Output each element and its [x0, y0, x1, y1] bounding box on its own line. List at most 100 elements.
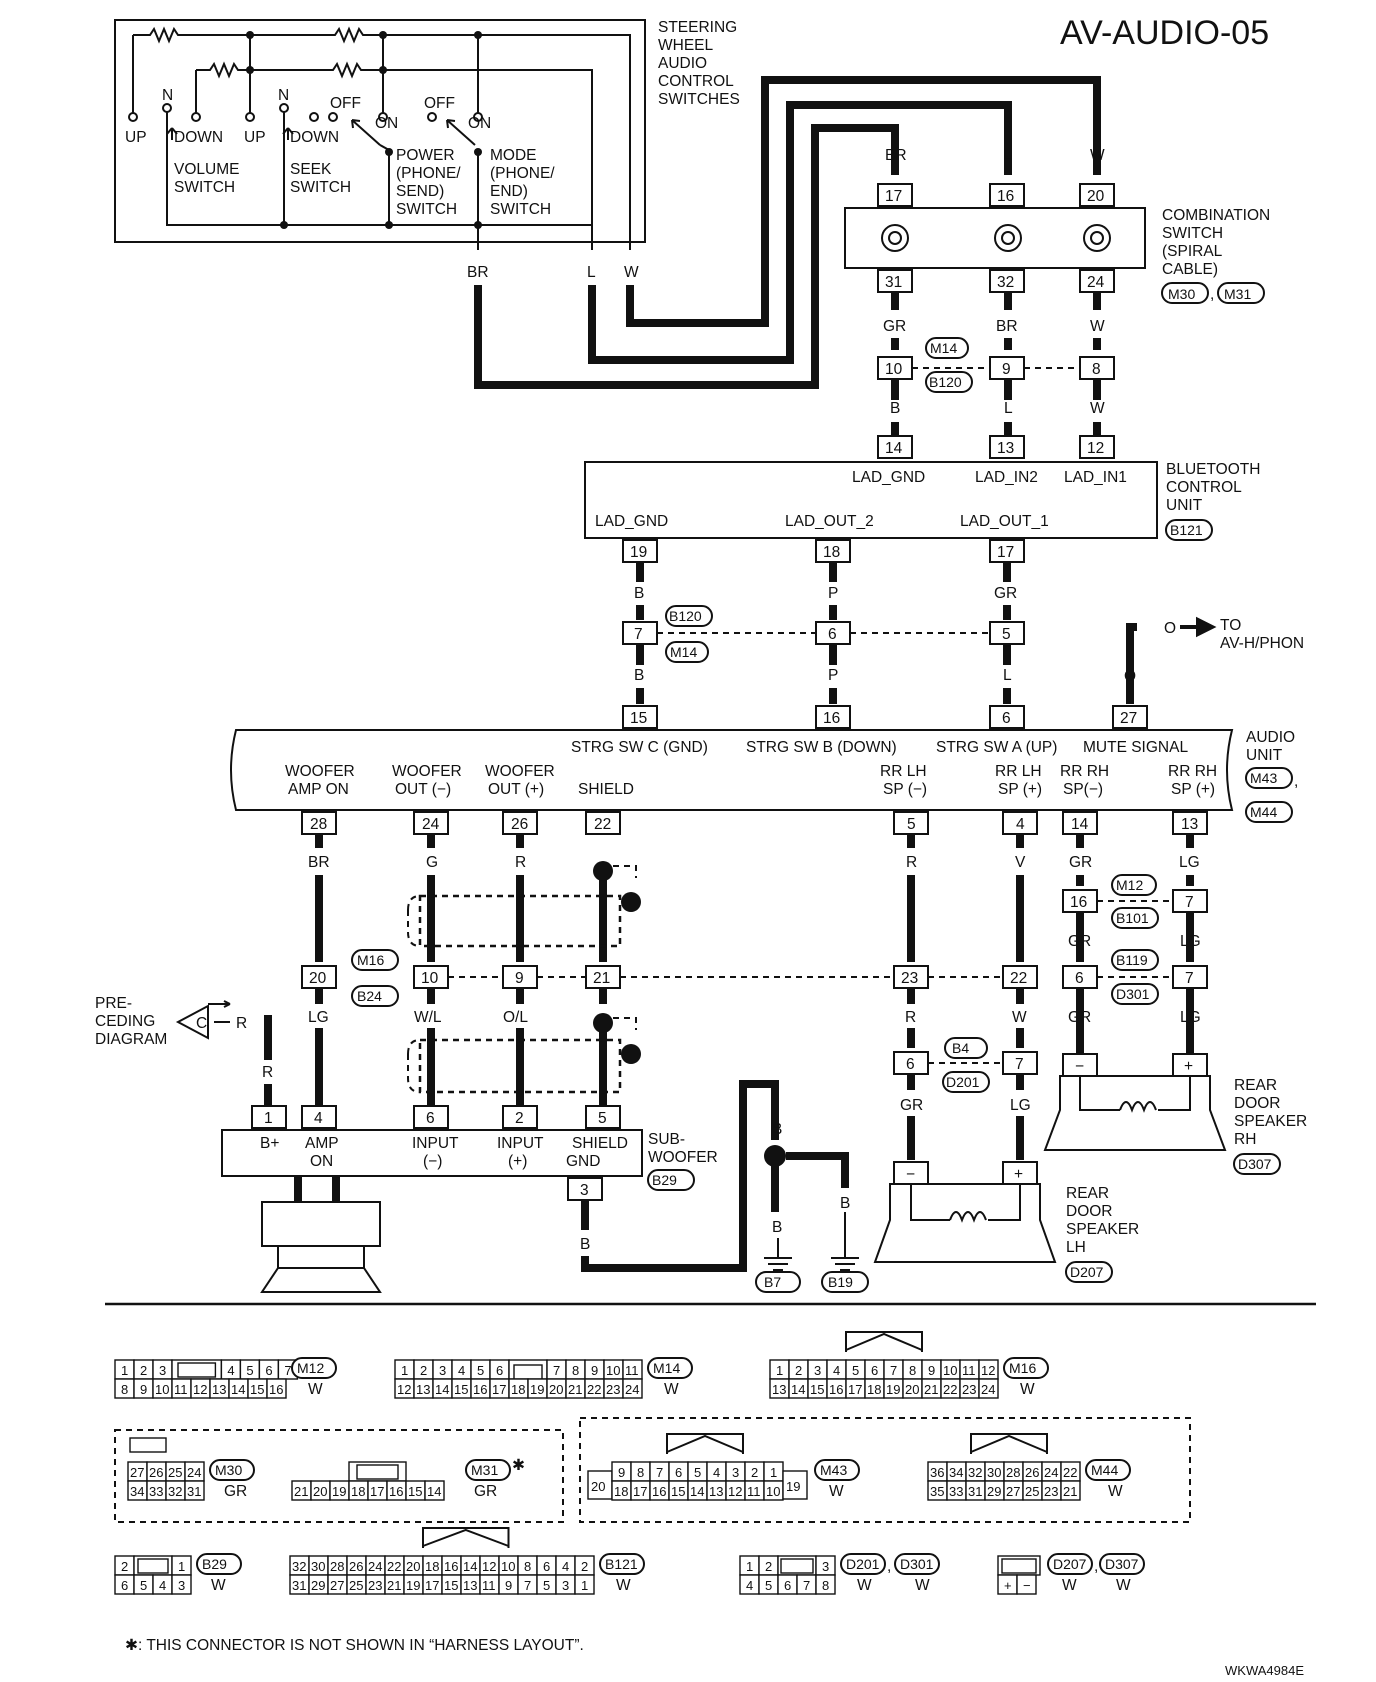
combo-label-2: SWITCH [1162, 225, 1223, 242]
connector-pin-number: 12 [728, 1484, 742, 1499]
connector-pin-number: 14 [231, 1382, 245, 1397]
bt-bottom-name-1: LAD_GND [595, 513, 668, 530]
audio-bottom-pin: 26 [511, 816, 528, 833]
joint2-conn-b120: B120 [669, 608, 702, 624]
mode-switch-label-2: (PHONE/ [490, 165, 555, 182]
audio-bottom-name: SHIELD [578, 781, 634, 798]
audio-bottom-name: RR LH [880, 763, 927, 780]
connector-id-tag [1099, 1553, 1145, 1575]
connector-cell [424, 1480, 445, 1501]
connector-pin-number: 21 [1063, 1484, 1077, 1499]
connector-pin-number: 2 [795, 1363, 802, 1378]
connector-pin-number: 33 [949, 1484, 963, 1499]
connector-pin-number: 14 [463, 1559, 477, 1574]
connector-group-frame [114, 1429, 564, 1523]
connector-pin-number: 22 [587, 1382, 601, 1397]
mode-switch-label-1: MODE [490, 147, 537, 164]
sub-pin-1: 1 [264, 1110, 273, 1127]
connector-pin-number: 1 [121, 1363, 128, 1378]
sub-name-amp: AMP [305, 1135, 339, 1152]
gnd-b7: B7 [764, 1274, 781, 1290]
connector-pin-number: 4 [833, 1363, 840, 1378]
connector-pin-number: 10 [606, 1363, 620, 1378]
connector-id: M30 [215, 1462, 242, 1478]
connector-color: W [1108, 1483, 1123, 1500]
connector-cell [184, 1480, 205, 1501]
bt-top-name-3: LAD_IN1 [1064, 469, 1127, 486]
connector-pin-number: 15 [671, 1484, 685, 1499]
rh-color-gr-2: GR [1068, 1009, 1091, 1026]
connector-id-tag [599, 1553, 645, 1575]
sub-label-1: SUB- [648, 1131, 685, 1148]
volume-switch-label-2: SWITCH [174, 179, 235, 196]
combo-top-pin-16: 16 [997, 188, 1014, 205]
connector-pin-number: 20 [549, 1382, 563, 1397]
connector-pin-number: 14 [690, 1484, 704, 1499]
connector-id-tag [291, 1357, 337, 1379]
connector-id-tag [465, 1459, 511, 1481]
mode-switch-label-3: END) [490, 183, 528, 200]
connector-pin-number: 11 [747, 1484, 761, 1499]
audio-bottom-name: SP(−) [1063, 781, 1103, 798]
connector-pin-number: 18 [425, 1559, 439, 1574]
connector-group-frame [579, 1417, 1191, 1523]
connector-pin-number: 16 [652, 1484, 666, 1499]
audio-bottom-pin: 24 [422, 816, 440, 833]
connector-id: M16 [1009, 1360, 1036, 1376]
audio-bottom-name: SP (−) [883, 781, 927, 798]
connector-pin-number: 4 [746, 1578, 753, 1593]
combo-top-color-2: L [1003, 147, 1012, 164]
joint1-conn-m14: M14 [930, 340, 957, 356]
joint1-color-b: B [890, 400, 900, 417]
seek-n-label: N [278, 87, 289, 104]
bt-top-name-2: LAD_IN2 [975, 469, 1038, 486]
connector-id: D301 [900, 1556, 934, 1572]
connector-pin-number: 3 [159, 1363, 166, 1378]
connector-pin-number: 6 [543, 1559, 550, 1574]
rh-label-4: RH [1234, 1131, 1256, 1148]
connector-pin-number: 14 [791, 1382, 805, 1397]
connector-pin-number: 22 [387, 1559, 401, 1574]
connector-cell [815, 1574, 836, 1595]
connector-hood [129, 1437, 167, 1453]
footer-code: WKWA4984E [1225, 1663, 1304, 1678]
connector-hood [1001, 1558, 1037, 1574]
connector-pin-number: 15 [454, 1382, 468, 1397]
connector-id-tag [647, 1357, 693, 1379]
connector-pin-number: 34 [130, 1484, 144, 1499]
combo-top-pin-17: 17 [885, 188, 902, 205]
connector-pin-number: 16 [473, 1382, 487, 1397]
mute-to-label-1: TO [1220, 617, 1241, 634]
connector-color: W [616, 1577, 631, 1594]
rh-color-lg-1: LG [1180, 933, 1201, 950]
gnd-color-1: B [772, 1121, 782, 1138]
connector-id-tag [894, 1553, 940, 1575]
connector-pin-number: 3 [822, 1559, 829, 1574]
audio-bottom-color: V [1015, 854, 1026, 871]
sub-pin-2: 2 [515, 1110, 524, 1127]
connector-color: W [664, 1381, 679, 1398]
m16-conn-m16: M16 [357, 952, 384, 968]
mute-color-top: O [1164, 620, 1176, 637]
connector-pin-number: 4 [159, 1578, 166, 1593]
connector-pin-number: 5 [140, 1578, 147, 1593]
connector-pin-number: 1 [178, 1559, 185, 1574]
connector-color: W [915, 1577, 930, 1594]
connector-pin-number: 22 [1063, 1465, 1077, 1480]
m16-color-ol: O/L [503, 1009, 528, 1026]
connector-sep: , [887, 1558, 891, 1575]
connector-color: W [857, 1577, 872, 1594]
combo-top-pin-20: 20 [1087, 188, 1105, 205]
connector-id-tag [814, 1459, 860, 1481]
connector-pin-number: 5 [246, 1363, 253, 1378]
connector-pin-number: 22 [943, 1382, 957, 1397]
connector-pin-number: − [1023, 1578, 1031, 1593]
bluetooth-control-unit: 14 13 12 LAD_GND LAD_IN2 LAD_IN1 LAD_GND… [584, 435, 1260, 563]
combo-bottom-pin-24: 24 [1087, 274, 1105, 291]
connector-pin-number: 30 [987, 1465, 1001, 1480]
audio-bottom-name: OUT (+) [488, 781, 544, 798]
audio-label-2: UNIT [1246, 747, 1283, 764]
